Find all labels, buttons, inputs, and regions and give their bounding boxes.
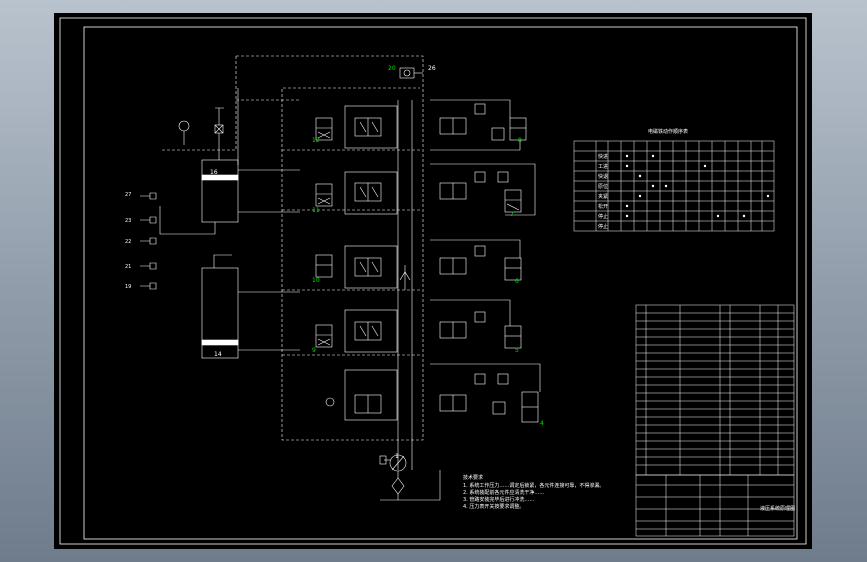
svg-text:22: 22 bbox=[125, 239, 131, 245]
svg-text:技术要求: 技术要求 bbox=[463, 474, 483, 481]
svg-text:11: 11 bbox=[312, 207, 320, 214]
svg-text:7: 7 bbox=[510, 211, 514, 218]
svg-text:19: 19 bbox=[125, 284, 131, 290]
svg-text:21: 21 bbox=[125, 264, 131, 270]
title-block-drawing-name: 液压系统原理图 bbox=[760, 505, 795, 512]
svg-text:20: 20 bbox=[388, 65, 396, 72]
svg-text:5: 5 bbox=[515, 347, 519, 354]
drawing-sheet bbox=[54, 13, 812, 549]
svg-text:9: 9 bbox=[312, 347, 316, 354]
svg-text:松开: 松开 bbox=[598, 203, 608, 210]
hydraulic-schematic bbox=[140, 55, 541, 501]
svg-text:1. 系统工作压力……调定后锁紧，各元件连接可靠，不得渗漏。: 1. 系统工作压力……调定后锁紧，各元件连接可靠，不得渗漏。 bbox=[463, 482, 604, 489]
svg-text:16: 16 bbox=[210, 169, 218, 176]
svg-text:8: 8 bbox=[518, 137, 522, 144]
svg-text:6: 6 bbox=[515, 278, 519, 285]
svg-text:快进: 快进 bbox=[598, 153, 608, 160]
svg-text:原位: 原位 bbox=[598, 183, 608, 190]
svg-text:工进: 工进 bbox=[598, 163, 608, 170]
valve-row-1 bbox=[315, 99, 527, 151]
tech-notes: 技术要求 1. 系统工作压力……调定后锁紧，各元件连接可靠，不得渗漏。 2. 系… bbox=[463, 474, 604, 510]
svg-text:3. 管路安装完毕后进行冲洗……: 3. 管路安装完毕后进行冲洗…… bbox=[463, 496, 534, 503]
title-block bbox=[635, 474, 795, 537]
svg-text:4. 压力表开关按要求调整。: 4. 压力表开关按要求调整。 bbox=[463, 503, 524, 510]
svg-text:停止: 停止 bbox=[598, 223, 608, 230]
svg-text:快退: 快退 bbox=[598, 173, 608, 180]
inner-border bbox=[83, 26, 798, 540]
svg-text:26: 26 bbox=[428, 65, 436, 72]
svg-text:1: 1 bbox=[395, 453, 399, 460]
valve-row-4 bbox=[315, 299, 522, 353]
action-table-caption: 电磁铁动作顺序表 bbox=[648, 128, 688, 135]
outer-border bbox=[59, 17, 807, 545]
svg-text:12: 12 bbox=[312, 137, 320, 144]
svg-text:4: 4 bbox=[540, 420, 544, 427]
solenoid-action-table: 电磁铁动作顺序表 快进 工进 快退 原位 夹紧 松开 停止 停止 bbox=[573, 128, 775, 232]
schematic-tags: 16 14 20 26 1 12 11 10 9 8 7 6 5 4 27 23… bbox=[125, 65, 544, 460]
valve-row-5 bbox=[325, 363, 541, 423]
svg-text:10: 10 bbox=[312, 277, 320, 284]
svg-text:27: 27 bbox=[125, 192, 131, 198]
svg-text:23: 23 bbox=[125, 218, 131, 224]
svg-text:夹紧: 夹紧 bbox=[598, 193, 608, 200]
valve-row-3 bbox=[315, 239, 522, 290]
svg-text:2. 系统装配前各元件应清洗干净……: 2. 系统装配前各元件应清洗干净…… bbox=[463, 489, 544, 496]
valve-row-2 bbox=[315, 163, 536, 216]
pressure-switch-symbols bbox=[140, 192, 157, 290]
svg-text:停止: 停止 bbox=[598, 213, 608, 220]
svg-text:14: 14 bbox=[214, 351, 222, 358]
